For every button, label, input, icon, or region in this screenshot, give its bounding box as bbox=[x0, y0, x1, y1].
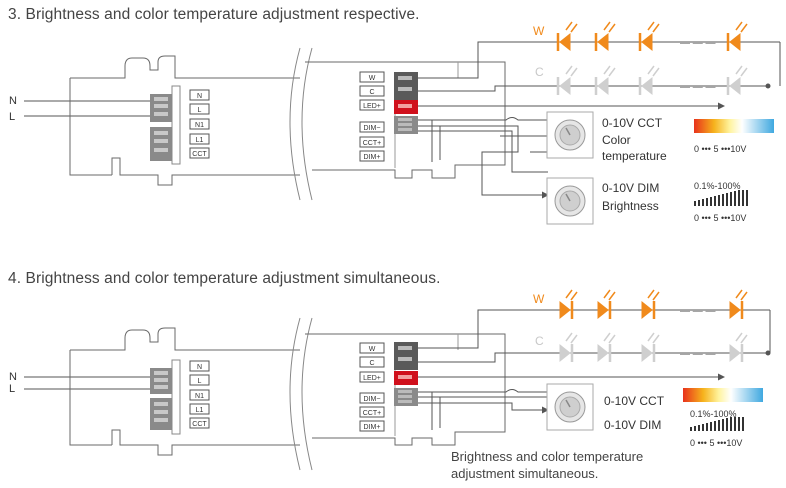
led-row-label-w: W bbox=[533, 24, 545, 38]
input-label-l: L bbox=[9, 111, 15, 123]
svg-text:DIM−: DIM− bbox=[364, 125, 381, 132]
svg-text:N: N bbox=[197, 93, 202, 100]
cct-gradient-bar bbox=[694, 119, 774, 133]
svg-text:W: W bbox=[369, 346, 376, 353]
led-w-1-icon bbox=[556, 21, 578, 52]
svg-text:CCT+: CCT+ bbox=[363, 140, 381, 147]
rotary-knob-icon bbox=[554, 391, 586, 423]
led-continuation-c: — — — bbox=[680, 82, 716, 93]
section-3-title: 3. Brightness and color temperature adju… bbox=[8, 6, 420, 23]
right-terminal-block bbox=[394, 342, 418, 406]
right-terminal-block bbox=[394, 72, 418, 134]
svg-text:L1: L1 bbox=[196, 137, 204, 144]
input-label-n: N bbox=[9, 95, 17, 107]
mains-input: N L bbox=[9, 95, 150, 123]
right-terminal-labels: W C LED+ DIM− CCT+ DIM+ bbox=[359, 342, 385, 432]
driver-housing bbox=[69, 47, 506, 201]
led-c-3-icon bbox=[638, 65, 660, 96]
right-terminal-labels: W C LED+ DIM− CCT+ DIM+ bbox=[359, 71, 385, 162]
svg-text:DIM+: DIM+ bbox=[364, 154, 381, 161]
svg-text:DIM−: DIM− bbox=[364, 396, 381, 403]
led-w-4-icon bbox=[729, 289, 748, 320]
svg-text:L1: L1 bbox=[196, 407, 204, 414]
led-c-2-icon bbox=[594, 65, 616, 96]
svg-text:C: C bbox=[369, 89, 374, 96]
led-c-3-icon bbox=[641, 332, 660, 363]
led-strings: W C — — — — — — bbox=[533, 21, 780, 96]
svg-text:LED+: LED+ bbox=[363, 375, 381, 382]
dim-scale: 0 ••• 5 •••10V bbox=[694, 213, 746, 223]
dim-percent: 0.1%-100% bbox=[690, 409, 737, 419]
led-c-4-icon bbox=[726, 65, 748, 96]
diagram-respective: N L N L N1 L1 CCT bbox=[9, 21, 781, 225]
input-label-n: N bbox=[9, 371, 17, 383]
led-strings: W C — — — — — — bbox=[533, 289, 770, 363]
led-w-2-icon bbox=[594, 21, 616, 52]
wiring bbox=[418, 309, 771, 430]
led-row-label-c: C bbox=[535, 65, 544, 79]
led-c-2-icon bbox=[597, 332, 616, 363]
cct-controller-label: 0-10V CCT bbox=[602, 116, 663, 130]
svg-text:DIM+: DIM+ bbox=[364, 424, 381, 431]
dim-controller-label: 0-10V DIM bbox=[602, 181, 659, 195]
led-row-label-w: W bbox=[533, 292, 545, 306]
led-w-3-icon bbox=[638, 21, 660, 52]
svg-text:L: L bbox=[198, 378, 202, 385]
led-w-3-icon bbox=[641, 289, 660, 320]
led-c-1-icon bbox=[556, 65, 578, 96]
rotary-knob-icon bbox=[554, 119, 586, 151]
cct-dim-controller: 0-10V CCT 0-10V DIM 0.1%-100% 0 ••• 5 ••… bbox=[546, 383, 763, 448]
dim-controller: 0-10V DIM Brightness 0.1%-100% 0 ••• 5 •… bbox=[546, 177, 748, 225]
left-terminal-block bbox=[150, 85, 181, 165]
left-terminal-labels: N L N1 L1 CCT bbox=[189, 360, 210, 429]
svg-text:CCT: CCT bbox=[192, 151, 207, 158]
cct-controller-desc-1: Color bbox=[602, 133, 631, 147]
cct-gradient-bar bbox=[683, 388, 763, 402]
svg-text:N: N bbox=[197, 364, 202, 371]
led-w-4-icon bbox=[726, 21, 748, 52]
svg-text:C: C bbox=[369, 360, 374, 367]
brightness-ramp-icon bbox=[690, 417, 744, 431]
input-label-l: L bbox=[9, 383, 15, 395]
brightness-ramp-icon bbox=[694, 190, 748, 206]
cct-dim-scale: 0 ••• 5 •••10V bbox=[690, 438, 742, 448]
led-w-1-icon bbox=[559, 289, 578, 320]
led-continuation-w: — — — bbox=[680, 38, 716, 49]
svg-text:CCT+: CCT+ bbox=[363, 410, 381, 417]
dim-controller-desc: Brightness bbox=[602, 199, 659, 213]
driver-housing bbox=[69, 317, 506, 471]
cct-controller-desc-2: temperature bbox=[602, 149, 667, 163]
led-c-1-icon bbox=[559, 332, 578, 363]
rotary-knob-icon bbox=[554, 185, 586, 217]
section-4-title: 4. Brightness and color temperature adju… bbox=[8, 270, 441, 287]
svg-text:N1: N1 bbox=[195, 393, 204, 400]
mains-input: N L bbox=[9, 371, 150, 395]
cct-controller-label: 0-10V CCT bbox=[604, 394, 665, 408]
dim-controller-label: 0-10V DIM bbox=[604, 418, 661, 432]
cct-scale: 0 ••• 5 •••10V bbox=[694, 144, 746, 154]
diagram-simultaneous: N L N L N1 L1 CCT bbox=[9, 289, 771, 471]
svg-text:W: W bbox=[369, 75, 376, 82]
svg-text:L: L bbox=[198, 107, 202, 114]
dim-percent: 0.1%-100% bbox=[694, 181, 741, 191]
left-terminal-block bbox=[150, 359, 181, 435]
led-c-4-icon bbox=[729, 332, 748, 363]
svg-text:LED+: LED+ bbox=[363, 103, 381, 110]
svg-text:CCT: CCT bbox=[192, 421, 207, 428]
led-w-2-icon bbox=[597, 289, 616, 320]
led-row-label-c: C bbox=[535, 334, 544, 348]
simultaneous-note-line-1: Brightness and color temperature bbox=[451, 449, 644, 464]
simultaneous-note: Brightness and color temperature adjustm… bbox=[451, 448, 643, 482]
svg-text:N1: N1 bbox=[195, 122, 204, 129]
led-continuation-c: — — — bbox=[680, 349, 716, 360]
simultaneous-note-line-2: adjustment simultaneous. bbox=[451, 466, 599, 481]
cct-controller: 0-10V CCT Color temperature 0 ••• 5 •••1… bbox=[546, 111, 774, 163]
led-continuation-w: — — — bbox=[680, 306, 716, 317]
left-terminal-labels: N L N1 L1 CCT bbox=[189, 89, 210, 159]
wiring bbox=[418, 41, 781, 199]
